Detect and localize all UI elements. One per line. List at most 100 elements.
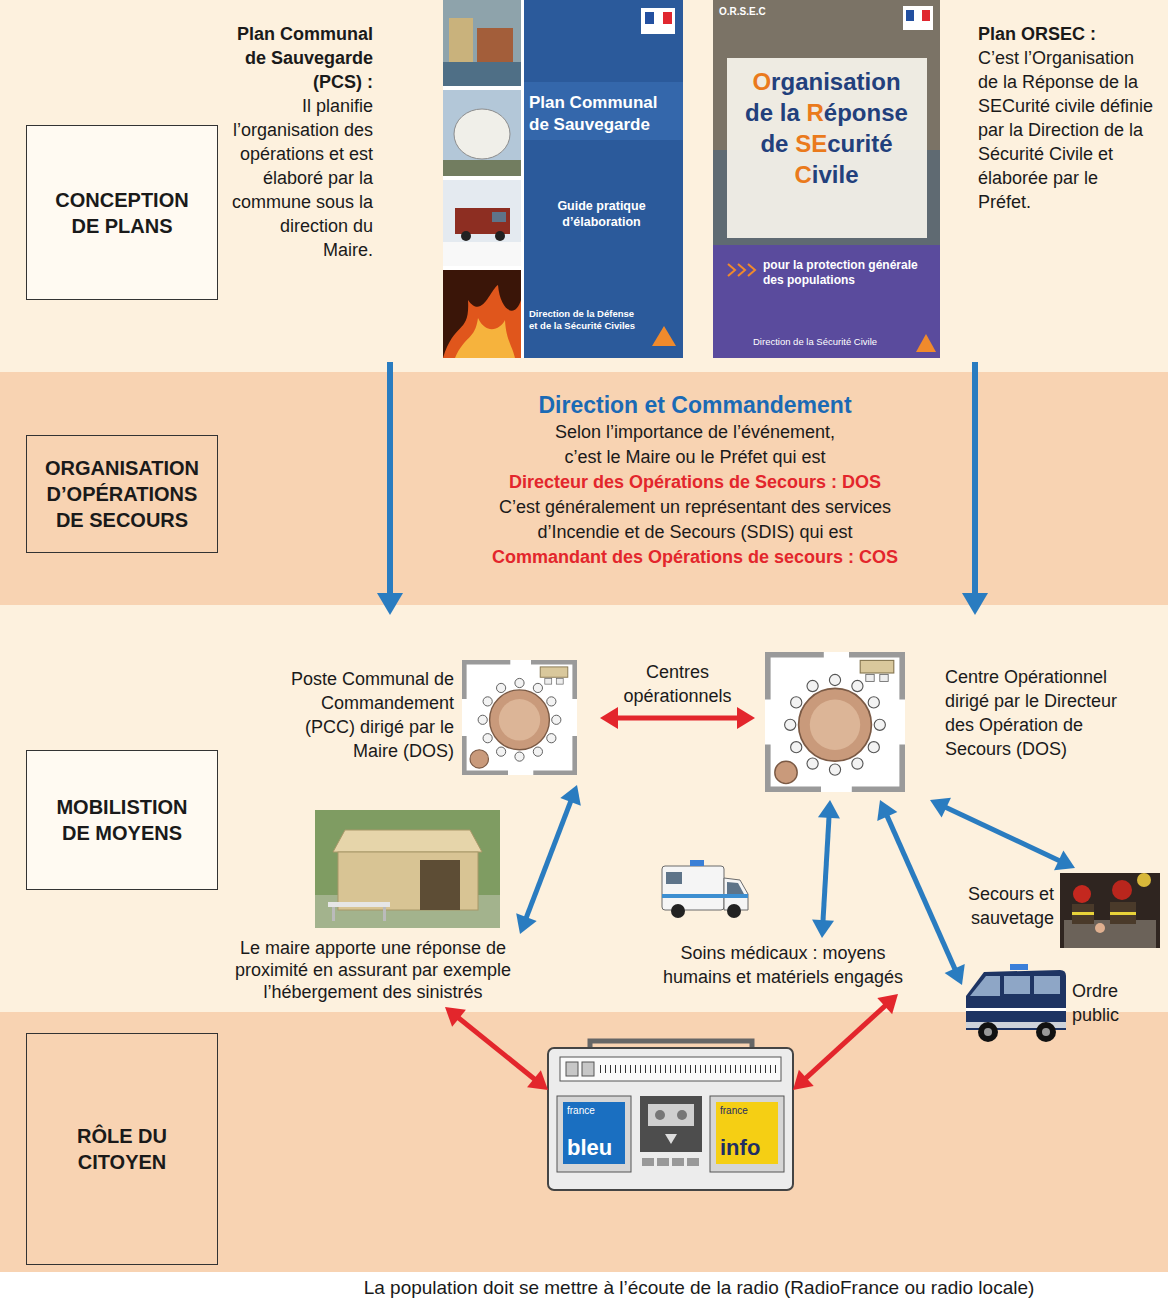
title-letter: é [879, 130, 892, 157]
pcs-cover [477, 28, 513, 64]
title-letter: i [812, 161, 819, 188]
title-letter: é [824, 99, 837, 126]
plan-document: Plan Communal de Sauvegarde (PCS) :Il pl… [222, 0, 684, 362]
rescue-label: Secours et sauvetage [950, 882, 1054, 930]
cover-publisher: Direction de la Défense et de la Sécurit… [529, 308, 641, 332]
gendarmerie-van [1010, 964, 1028, 970]
section-label-box: RÔLE DU CITOYEN [26, 1033, 218, 1265]
shelter-response: Le maire apporte une réponse de proximit… [218, 934, 528, 1007]
arrowhead [930, 798, 951, 818]
title-letter: a [786, 99, 799, 126]
pcs-cover [443, 62, 521, 86]
plan-document: Plan ORSEC :C’est l’Organisation de la R… [713, 0, 1161, 362]
title-letter: t [857, 68, 865, 95]
title-letter: t [871, 130, 879, 157]
arrowhead [877, 800, 897, 821]
radio-illustration [566, 1062, 578, 1076]
floor-plan [765, 652, 905, 792]
cover-acronym: O.R.S.E.C [719, 6, 789, 18]
body-text: C’est généralement un représentant des s… [485, 495, 905, 545]
orsec-cover [916, 334, 936, 352]
radio-illustration [648, 1104, 694, 1126]
radio-illustration [563, 1102, 625, 1164]
title-letter: i [865, 130, 872, 157]
section-band [0, 0, 1168, 372]
arrowhead [818, 800, 840, 819]
title-letter: s [830, 68, 843, 95]
rescue-photo [1060, 873, 1160, 948]
connector-group [930, 798, 1075, 871]
medical-care: Soins médicaux : moyens humains et matér… [618, 938, 948, 994]
gendarmerie-van [978, 1022, 998, 1042]
title-letter: o [852, 99, 867, 126]
section-label: ORGANISATION D’OPÉRATIONS DE SECOURS [42, 455, 202, 533]
connector-line [526, 800, 572, 919]
ambulance [727, 904, 741, 918]
pcs-cover [443, 160, 521, 176]
rescue-photo [1064, 920, 1156, 948]
connector-line [805, 1005, 886, 1079]
radio-illustration [582, 1062, 594, 1076]
title-letter: i [865, 68, 872, 95]
operations-centre-label: Centre Opérationnel dirigé par le Direct… [945, 665, 1145, 761]
pcs-cover [443, 180, 521, 266]
command-post: Poste Communal de Commandement (PCC) dir… [222, 615, 600, 785]
gendarmerie-van [966, 964, 1066, 1042]
title-letter: a [795, 68, 808, 95]
gendarmerie-van [966, 1008, 1066, 1011]
title-letter: i [823, 68, 830, 95]
connector-group [516, 785, 581, 934]
title-letter: n [808, 68, 823, 95]
title-letter: e [760, 99, 773, 126]
radio-illustration [710, 1096, 784, 1172]
rescue-photo [1110, 902, 1136, 924]
arrowhead [527, 1070, 548, 1090]
radio-illustration [600, 1065, 776, 1073]
arrowhead [600, 707, 618, 729]
section-band [0, 605, 1168, 1012]
orsec-cover [914, 10, 922, 21]
title-letter: E [811, 130, 827, 157]
pcs-cover [492, 212, 506, 222]
orsec-cover [713, 245, 940, 358]
section-label: MOBILISTION DE MOYENS [42, 794, 202, 846]
title-letter: s [881, 99, 894, 126]
arrowhead [377, 593, 403, 615]
gendarmerie-van [1004, 976, 1030, 994]
title-letter: O [752, 68, 771, 95]
radio-illustration [657, 1158, 669, 1166]
title-letter: l [780, 99, 787, 126]
pcs-cover [443, 0, 521, 86]
ambulance [690, 860, 704, 866]
title-letter: g [780, 68, 795, 95]
plan-heading: Plan ORSEC : [978, 22, 1156, 46]
title-letter: c [827, 130, 840, 157]
gendarmerie-van [1042, 1028, 1050, 1036]
title-letter: i [832, 161, 839, 188]
section-label-box: CONCEPTION DE PLANS [26, 125, 218, 300]
citizen-instruction: La population doit se mettre à l’écoute … [230, 1276, 1168, 1300]
rescue-photo [1110, 912, 1136, 915]
connector-group [962, 362, 988, 615]
shelter-label: Le maire apporte une réponse de proximit… [222, 937, 524, 1003]
connector-group [445, 1007, 548, 1090]
ambulance [671, 904, 685, 918]
pcs-cover [443, 0, 683, 358]
pcs-cover [454, 109, 510, 159]
title-letter [788, 130, 795, 157]
title-letter: p [837, 99, 852, 126]
pcs-cover [524, 82, 683, 140]
connector-line [823, 816, 829, 922]
shelter-tent [332, 907, 335, 921]
pcs-cover [641, 8, 675, 34]
arrowhead [1054, 850, 1075, 870]
cover-subtitle: pour la protection générale des populati… [763, 258, 928, 288]
public-order-label: Ordre public [1072, 979, 1156, 1027]
orsec-cover [906, 10, 914, 21]
pcs-cover [443, 270, 521, 358]
radio-illustration [548, 1048, 793, 1190]
section-heading: Direction et Commandement [538, 390, 851, 420]
connector-line [972, 362, 978, 595]
pcs-cover [645, 12, 654, 24]
command-text-column: Direction et CommandementSelon l’importa… [415, 390, 975, 570]
